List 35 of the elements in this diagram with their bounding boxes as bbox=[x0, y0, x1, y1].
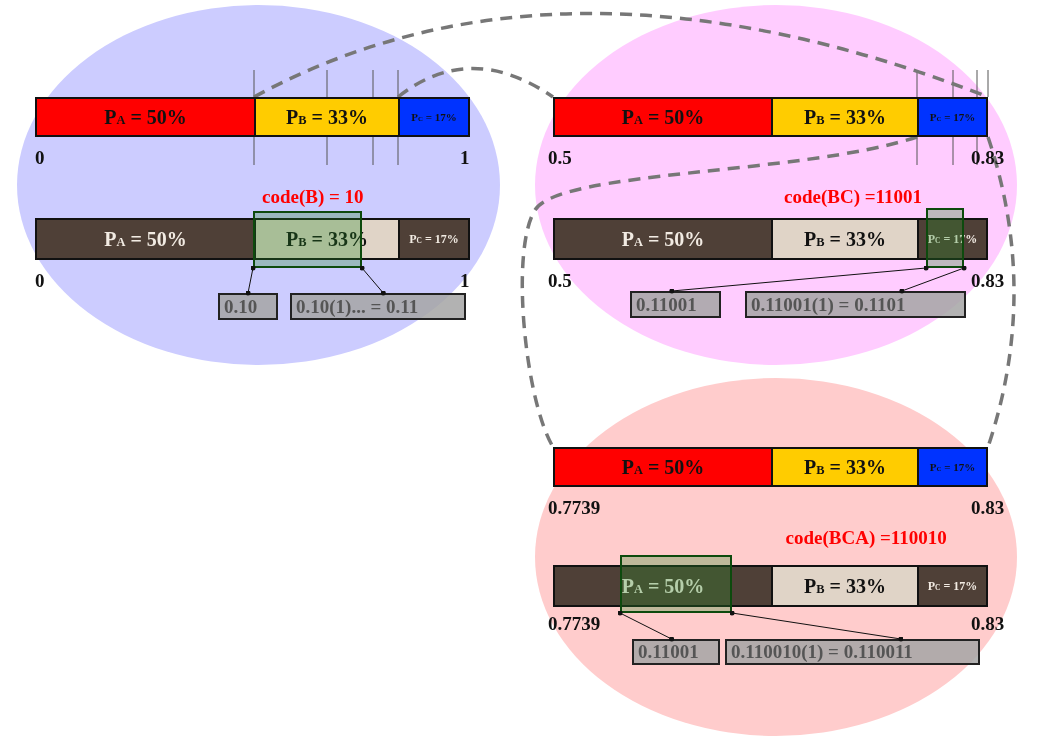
interval-bound-label: 0 bbox=[35, 147, 45, 169]
interval-bar bbox=[553, 218, 988, 260]
interval-bound-label: 1 bbox=[460, 147, 470, 169]
code-label: code(BCA) =110010 bbox=[785, 527, 947, 549]
interval-bound-label: 0.7739 bbox=[548, 497, 601, 519]
binary-value-box: 0.11001(1) = 0.1101 bbox=[745, 291, 966, 318]
binary-value-box: 0.10 bbox=[218, 293, 278, 320]
leader-line bbox=[617, 610, 675, 642]
binary-value-box: 0.110010(1) = 0.110011 bbox=[725, 639, 980, 665]
leader-line bbox=[669, 265, 929, 294]
interval-bound-label: 0.5 bbox=[548, 147, 572, 169]
interval-bar bbox=[553, 447, 988, 487]
interval-bound-label: 0.5 bbox=[548, 270, 572, 292]
interval-bound-label: 1 bbox=[460, 270, 470, 292]
interval-bar bbox=[35, 218, 470, 260]
interval-bound-label: 0.83 bbox=[971, 270, 1005, 292]
interval-bound-label: 0.83 bbox=[971, 147, 1005, 169]
binary-value-box: 0.10(1)... = 0.11 bbox=[290, 293, 466, 320]
leader-line bbox=[359, 265, 386, 296]
interval-bound-label: 0.83 bbox=[971, 613, 1005, 635]
leader-line bbox=[245, 265, 256, 296]
leader-line bbox=[729, 610, 904, 642]
leader-line bbox=[899, 265, 967, 294]
interval-bound-label: 0.83 bbox=[971, 497, 1005, 519]
binary-value-box: 0.11001 bbox=[630, 291, 721, 318]
interval-bar bbox=[35, 97, 470, 137]
code-label: code(BC) =11001 bbox=[784, 186, 922, 208]
interval-bound-label: 0.7739 bbox=[548, 613, 601, 635]
interval-bar bbox=[553, 97, 988, 137]
zoom-connector bbox=[520, 135, 918, 448]
code-label: code(B) = 10 bbox=[262, 186, 364, 208]
interval-bound-label: 0 bbox=[35, 270, 45, 292]
interval-bar bbox=[553, 565, 988, 607]
binary-value-box: 0.11001 bbox=[632, 639, 720, 665]
zoom-connector bbox=[396, 66, 554, 99]
